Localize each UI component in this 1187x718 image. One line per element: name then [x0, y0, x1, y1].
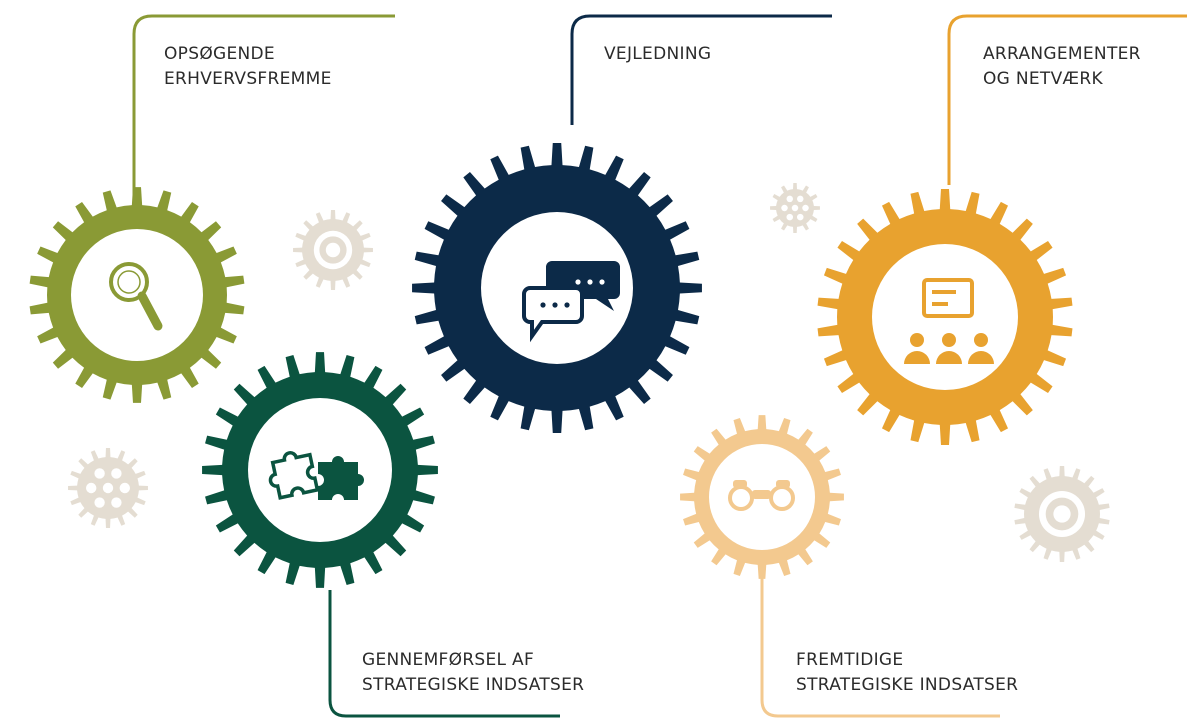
label-fremtidige-line1: FREMTIDIGE: [796, 650, 904, 670]
olive-gear: [29, 187, 245, 403]
connector-peach: [760, 570, 1000, 718]
label-arrangementer-line1: ARRANGEMENTER: [983, 44, 1141, 64]
label-opsogende-line2: ERHVERVSFREMME: [164, 69, 332, 89]
connector-green: [328, 590, 560, 718]
label-opsogende: OPSØGENDE ERHVERVSFREMME: [164, 42, 332, 92]
decor-gear-4: [1014, 466, 1110, 562]
presentation-icon: [904, 278, 994, 364]
decor-gear-3: [68, 448, 148, 528]
chat-bubbles-icon: [522, 261, 620, 343]
magnifier-icon: [109, 262, 163, 331]
label-arrangementer: ARRANGEMENTER OG NETVÆRK: [983, 42, 1141, 92]
binoculars-icon: [728, 480, 795, 511]
connector-orange: [947, 14, 1187, 185]
label-opsogende-line1: OPSØGENDE: [164, 44, 275, 64]
label-arrangementer-line2: OG NETVÆRK: [983, 69, 1103, 89]
puzzle-icon: [268, 451, 364, 500]
connector-olive: [132, 14, 395, 195]
label-vejledning-line1: VEJLEDNING: [604, 44, 712, 64]
decor-gear-2: [770, 183, 820, 233]
label-vejledning: VEJLEDNING: [604, 42, 711, 67]
connector-navy: [570, 14, 832, 125]
decor-gear-1: [293, 210, 373, 290]
label-gennemforsel-line1: GENNEMFØRSEL AF: [362, 650, 535, 670]
connector-lines: [132, 14, 1187, 718]
label-fremtidige-line2: STRATEGISKE INDSATSER: [796, 675, 1019, 695]
label-gennemforsel: GENNEMFØRSEL AF STRATEGISKE INDSATSER: [362, 648, 584, 698]
label-gennemforsel-line2: STRATEGISKE INDSATSER: [362, 675, 585, 695]
label-fremtidige: FREMTIDIGE STRATEGISKE INDSATSER: [796, 648, 1018, 698]
